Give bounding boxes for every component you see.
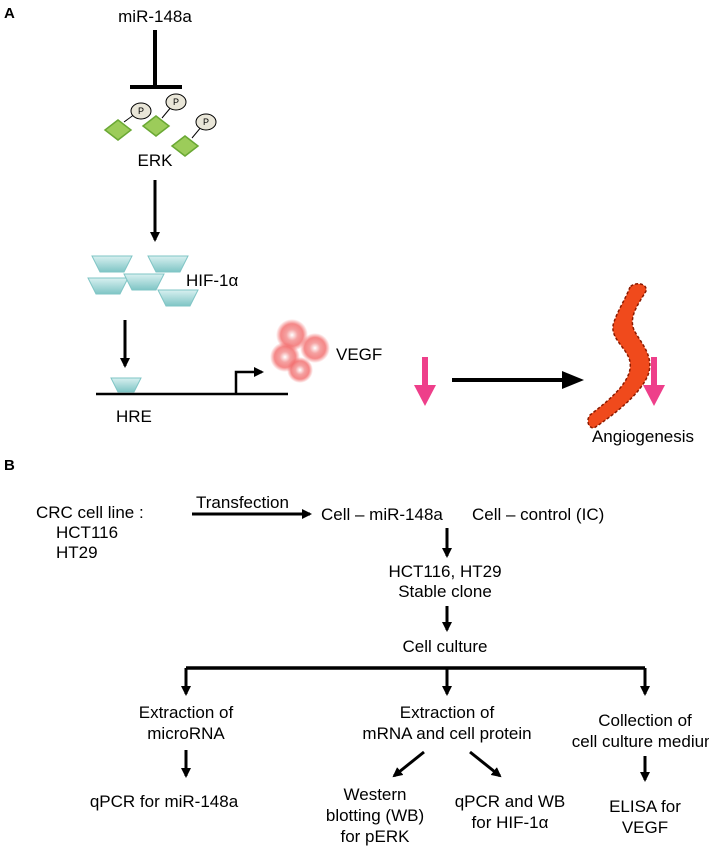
vegf-label: VEGF [336, 345, 382, 364]
hif-label: HIF-1α [186, 271, 239, 290]
collection-line2: cell culture medium [572, 732, 709, 751]
extract-mrna-line1: Extraction of [400, 703, 495, 722]
phospho-icon [165, 93, 187, 111]
transfection-label: Transfection [196, 493, 289, 512]
elisa-line2: VEGF [622, 818, 668, 837]
cell-line-hct116: HCT116 [56, 523, 118, 542]
hre-bound-hif-icon [110, 377, 142, 393]
qpcr-wb-line2: for HIF-1α [472, 813, 549, 832]
erk-label: ERK [138, 151, 174, 170]
arrowhead [562, 371, 584, 389]
phospho-icon [195, 113, 217, 131]
qpcr-wb-line1: qPCR and WB [455, 792, 566, 811]
wb-line1: Western [344, 785, 407, 804]
mir148a-label: miR-148a [118, 7, 192, 26]
cell-line-title: CRC cell line : [36, 503, 144, 522]
hre-label: HRE [116, 407, 152, 426]
stable-clone-label: Stable clone [398, 582, 492, 601]
blood-vessel-icon [587, 283, 651, 429]
to-qpcr-wb-arrow [469, 750, 502, 778]
wb-line3: for pERK [341, 827, 411, 846]
phospho-label: P [173, 97, 179, 107]
cell-control-label: Cell – control (IC) [472, 505, 604, 524]
to-wb-arrow [392, 750, 425, 778]
extract-mrna-line2: mRNA and cell protein [362, 724, 531, 743]
panel-b-label: B [4, 457, 15, 474]
phospho-icon [130, 102, 152, 120]
phospho-label: P [138, 106, 144, 116]
extract-mirna-line1: Extraction of [139, 703, 234, 722]
cell-line-ht29: HT29 [56, 543, 98, 562]
angiogenesis-down-arrow-icon [643, 357, 665, 406]
elisa-line1: ELISA for [609, 797, 681, 816]
wb-line2: blotting (WB) [326, 806, 424, 825]
collection-line1: Collection of [598, 711, 692, 730]
hif-complex-icon [87, 255, 199, 307]
phospho-label: P [203, 117, 209, 127]
cell-culture-label: Cell culture [402, 637, 487, 656]
extract-mirna-line2: microRNA [147, 724, 225, 743]
erk-complex-icon: P P P [103, 93, 217, 157]
promoter-arrow [234, 367, 264, 394]
panel-a-label: A [4, 5, 15, 22]
angiogenesis-label: Angiogenesis [592, 427, 694, 446]
cell-mir148a-label: Cell – miR-148a [321, 505, 443, 524]
vegf-glow-icon [270, 319, 330, 383]
vegf-down-arrow-icon [414, 357, 436, 406]
stable-lines-label: HCT116, HT29 [388, 562, 501, 581]
qpcr-mir-label: qPCR for miR-148a [90, 792, 239, 811]
